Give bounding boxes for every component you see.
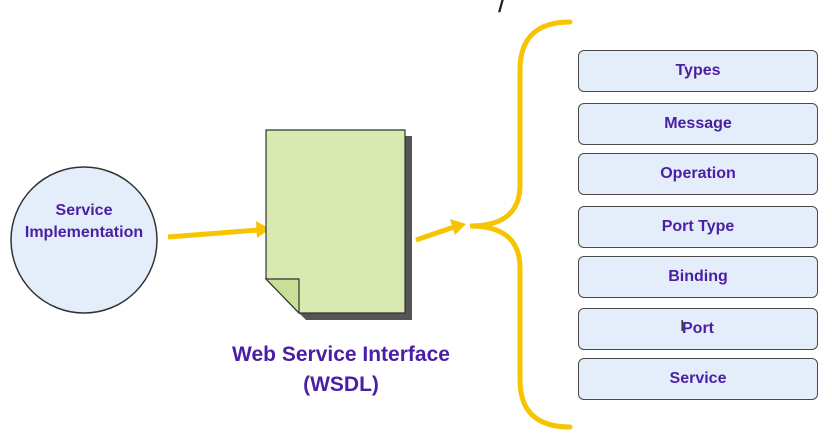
document-fold bbox=[264, 278, 300, 315]
service-label-line1: Service bbox=[55, 202, 113, 219]
wsdl-element-port-type: Port Type bbox=[578, 206, 818, 248]
wsdl-element-binding: Binding bbox=[578, 256, 818, 298]
text-cursor-icon: I bbox=[680, 317, 685, 335]
wsdl-element-label: Service bbox=[669, 370, 727, 387]
wsdl-element-port: Port bbox=[578, 308, 818, 350]
service-implementation-label: Service Implementation bbox=[10, 200, 158, 244]
wsdl-document-icon bbox=[265, 129, 406, 314]
wsdl-element-service: Service bbox=[578, 358, 818, 400]
arrowhead-wsdl-to-elements bbox=[450, 219, 466, 235]
partial-title-glyph: / bbox=[498, 0, 507, 19]
wsdl-element-operation: Operation bbox=[578, 153, 818, 195]
wsdl-caption-line1: Web Service Interface bbox=[232, 343, 450, 366]
wsdl-element-types: Types bbox=[578, 50, 818, 92]
wsdl-element-label: Types bbox=[675, 62, 721, 79]
service-implementation-circle bbox=[10, 166, 158, 314]
wsdl-element-label: Port bbox=[682, 320, 714, 337]
curly-brace bbox=[469, 19, 573, 430]
wsdl-caption: Web Service Interface (WSDL) bbox=[196, 340, 486, 400]
service-label-line2: Implementation bbox=[24, 224, 144, 241]
wsdl-element-label: Operation bbox=[660, 165, 736, 182]
arrow-service-to-wsdl bbox=[167, 227, 259, 240]
wsdl-element-message: Message bbox=[578, 103, 818, 145]
arrowhead-service-to-wsdl bbox=[256, 221, 270, 238]
wsdl-element-label: Port Type bbox=[661, 218, 735, 235]
wsdl-element-label: Message bbox=[664, 115, 732, 132]
arrow-wsdl-to-elements bbox=[415, 224, 455, 243]
wsdl-caption-line2: (WSDL) bbox=[303, 373, 379, 396]
wsdl-element-label: Binding bbox=[668, 268, 728, 285]
